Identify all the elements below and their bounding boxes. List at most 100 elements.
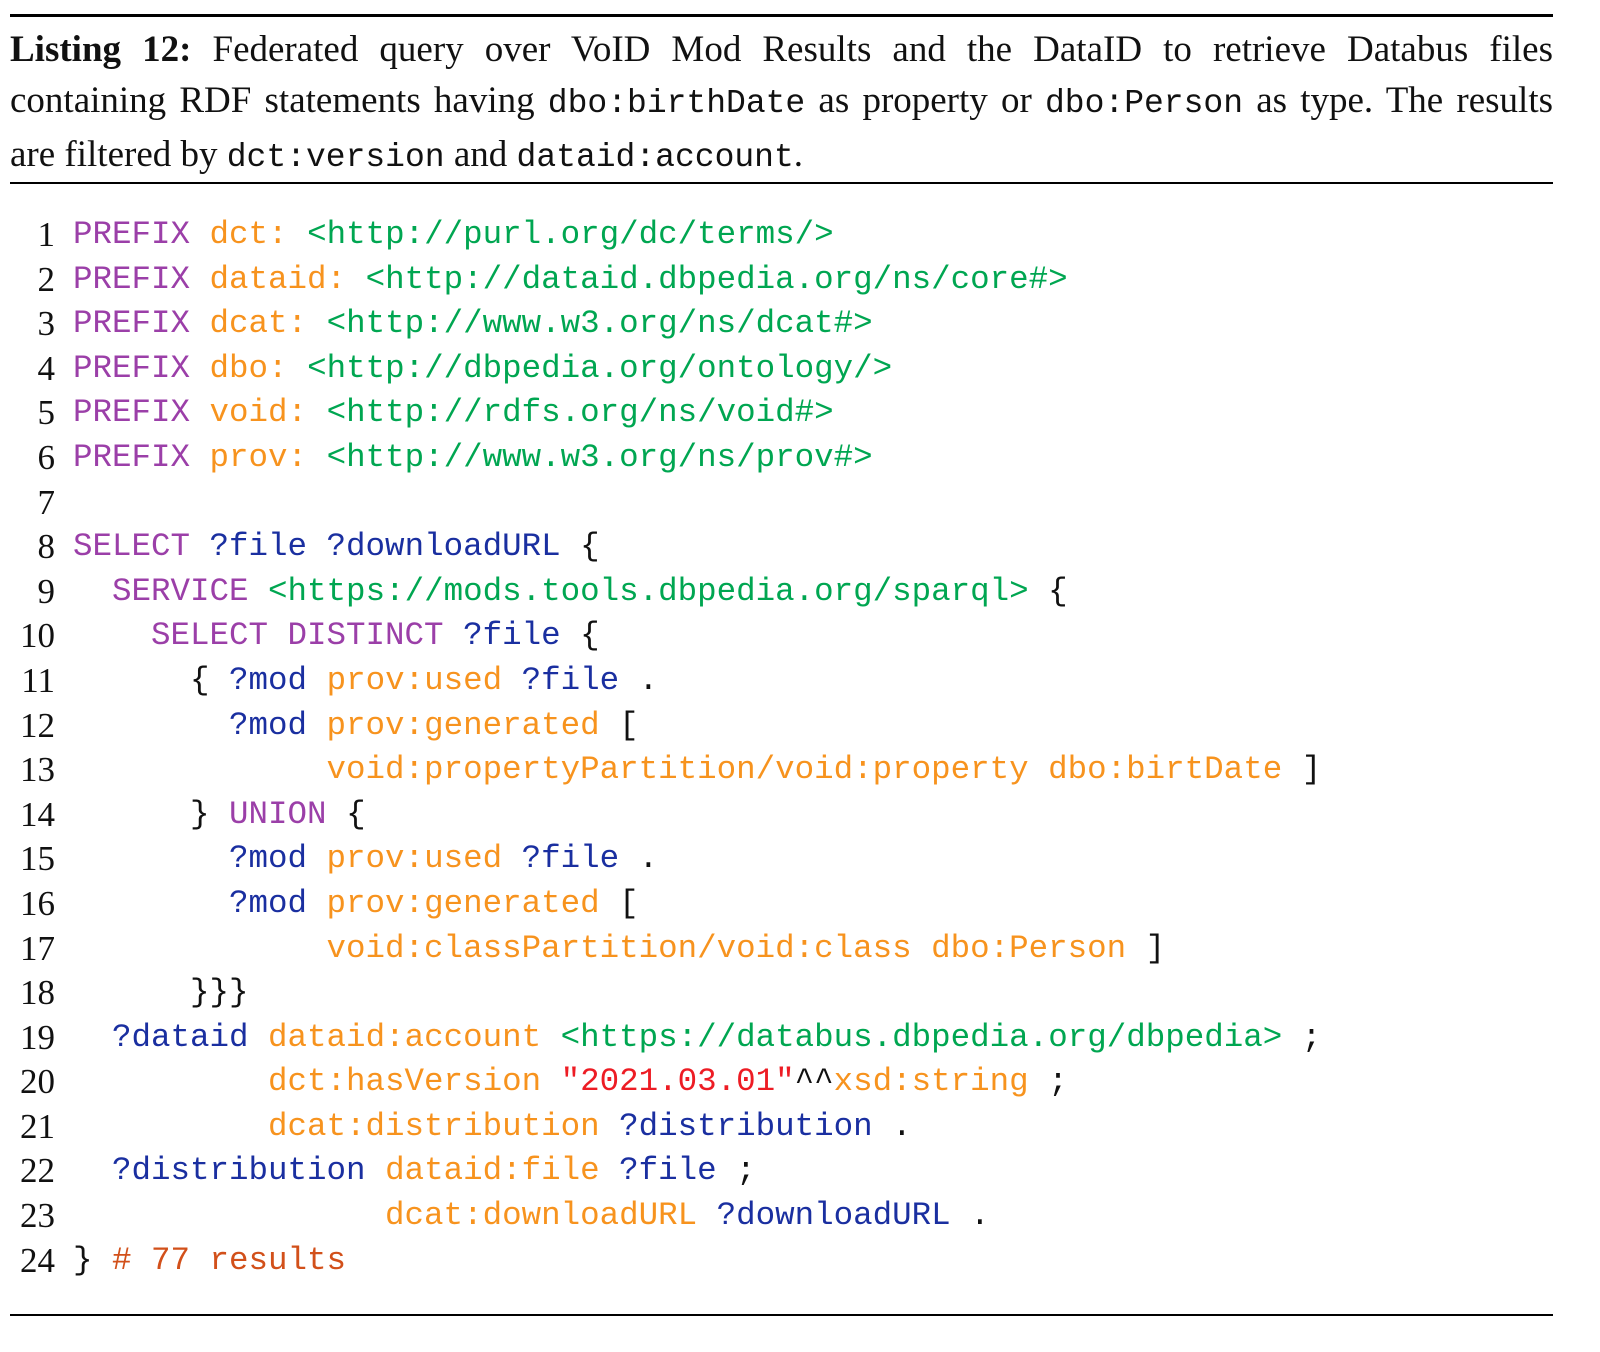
code-token: dataid:account — [268, 1018, 561, 1056]
code-token: ; — [1028, 1063, 1068, 1101]
code-token: ?dataid — [73, 1018, 269, 1056]
code-token: PREFIX — [73, 216, 210, 253]
code-token: PREFIX — [73, 305, 210, 343]
code-token: ] — [1282, 751, 1322, 789]
line-number: 23 — [20, 1196, 55, 1236]
code-token: <https://mods.tools.dbpedia.org/sparql> — [268, 572, 1029, 610]
code-token: dcat: — [209, 305, 327, 343]
code-text: PREFIX void: <http://rdfs.org/ns/void#> — [73, 391, 834, 436]
code-token: UNION — [229, 795, 347, 833]
code-token: { — [1028, 572, 1068, 610]
code-text: ?mod prov:generated [ — [73, 882, 639, 927]
code-token: ^^ — [794, 1063, 834, 1101]
code-token: PREFIX — [73, 349, 210, 387]
code-token: . — [619, 840, 659, 878]
caption-text: Federated query over VoID Mod Results an… — [10, 29, 1553, 121]
code-token: dataid:file — [385, 1152, 620, 1190]
code-token: <http://www.w3.org/ns/prov#> — [326, 438, 873, 476]
code-token: } — [73, 795, 230, 833]
caption-code: dbo:Person — [1044, 85, 1244, 122]
code-text: PREFIX dcat: <http://www.w3.org/ns/dcat#… — [73, 302, 873, 347]
code-token: prov:generated — [326, 706, 620, 744]
line-number: 16 — [20, 883, 55, 923]
code-text: PREFIX dct: <http://purl.org/dc/terms/> — [73, 213, 834, 258]
code-token: # 77 results — [112, 1241, 347, 1279]
code-token: xsd:string — [833, 1063, 1029, 1101]
code-token: ?mod — [73, 884, 327, 922]
code-token: [ — [619, 884, 639, 922]
code-token: <http://rdfs.org/ns/void#> — [326, 394, 834, 432]
line-number: 17 — [20, 928, 55, 968]
line-number: 1 — [37, 215, 56, 254]
code-token: SELECT DISTINCT — [73, 617, 464, 655]
line-number: 12 — [20, 705, 55, 745]
code-token: ; — [716, 1152, 756, 1190]
line-number: 5 — [37, 393, 56, 433]
code-token: dcat:downloadURL — [73, 1197, 717, 1235]
line-number: 24 — [20, 1240, 55, 1280]
code-token: ?file ?downloadURL — [209, 528, 581, 566]
code-token: <http://dbpedia.org/ontology/> — [307, 349, 893, 387]
code-token: void:propertyPartition/void:property dbo… — [73, 751, 1283, 789]
code-token: . — [950, 1197, 990, 1235]
line-number: 7 — [37, 482, 56, 522]
code-text: SELECT DISTINCT ?file { — [73, 614, 600, 659]
top-rule — [10, 14, 1553, 17]
code-token: <http://purl.org/dc/terms/> — [307, 216, 834, 253]
code-token: PREFIX — [73, 260, 210, 298]
listing-label: Listing 12: — [10, 29, 192, 70]
code-token: dct:hasVersion — [73, 1063, 561, 1101]
code-text: } UNION { — [73, 793, 366, 838]
line-number: 22 — [20, 1151, 55, 1191]
line-number: 15 — [20, 839, 55, 879]
line-number: 9 — [37, 571, 56, 611]
code-token: ?mod — [73, 840, 327, 878]
code-token: [ — [619, 706, 639, 744]
code-text: dcat:downloadURL ?downloadURL . — [73, 1194, 990, 1239]
code-token: { — [73, 661, 230, 699]
line-number: 4 — [37, 348, 56, 388]
code-token: ?file — [463, 617, 581, 655]
code-token: "2021.03.01" — [560, 1063, 795, 1101]
code-text: PREFIX dbo: <http://dbpedia.org/ontology… — [73, 347, 892, 392]
code-token: dcat:distribution — [73, 1107, 620, 1145]
code-token: dct: — [209, 216, 308, 253]
code-token: dbo: — [209, 349, 308, 387]
code-text: void:propertyPartition/void:property dbo… — [73, 748, 1322, 793]
code-token: PREFIX — [73, 394, 210, 432]
code-token: prov:used — [326, 840, 522, 878]
line-number: 18 — [20, 973, 55, 1013]
caption-text: as type. The results are filtered by — [10, 80, 1554, 175]
code-text: PREFIX dataid: <http://dataid.dbpedia.or… — [73, 258, 1068, 303]
code-text: PREFIX prov: <http://www.w3.org/ns/prov#… — [73, 436, 873, 481]
code-token: { — [580, 617, 600, 655]
code-token: SERVICE — [73, 572, 269, 610]
code-token: <http://dataid.dbpedia.org/ns/core#> — [365, 260, 1068, 298]
code-token: }}} — [73, 974, 249, 1012]
code-token: dataid: — [209, 260, 366, 298]
caption-code: dataid:account — [516, 139, 794, 176]
code-token: ] — [1126, 929, 1166, 967]
line-number: 19 — [20, 1017, 55, 1057]
code-text: { ?mod prov:used ?file . — [73, 659, 658, 704]
listing-caption: Listing 12: Federated query over VoID Mo… — [10, 24, 1553, 183]
line-number: 21 — [20, 1106, 55, 1146]
code-token: void:classPartition/void:class dbo:Perso… — [73, 929, 1127, 967]
code-text: ?mod prov:used ?file . — [73, 837, 658, 882]
code-token: ; — [1282, 1018, 1322, 1056]
code-token: prov:used — [326, 661, 522, 699]
code-token: PREFIX — [73, 438, 210, 476]
line-number: 10 — [20, 616, 55, 656]
caption-code: dct:version — [226, 139, 445, 176]
code-token: } — [73, 1241, 113, 1279]
line-number: 2 — [37, 259, 56, 299]
code-text: } # 77 results — [73, 1239, 346, 1284]
code-token: void: — [209, 394, 327, 432]
code-text: SERVICE <https://mods.tools.dbpedia.org/… — [73, 570, 1068, 615]
code-token: ?file — [521, 661, 620, 699]
bottom-rule — [10, 1314, 1553, 1316]
code-token: ?file — [619, 1152, 717, 1190]
caption-text: as property or — [805, 80, 1045, 121]
caption-rule — [10, 182, 1553, 184]
code-token: ?mod — [73, 706, 327, 744]
